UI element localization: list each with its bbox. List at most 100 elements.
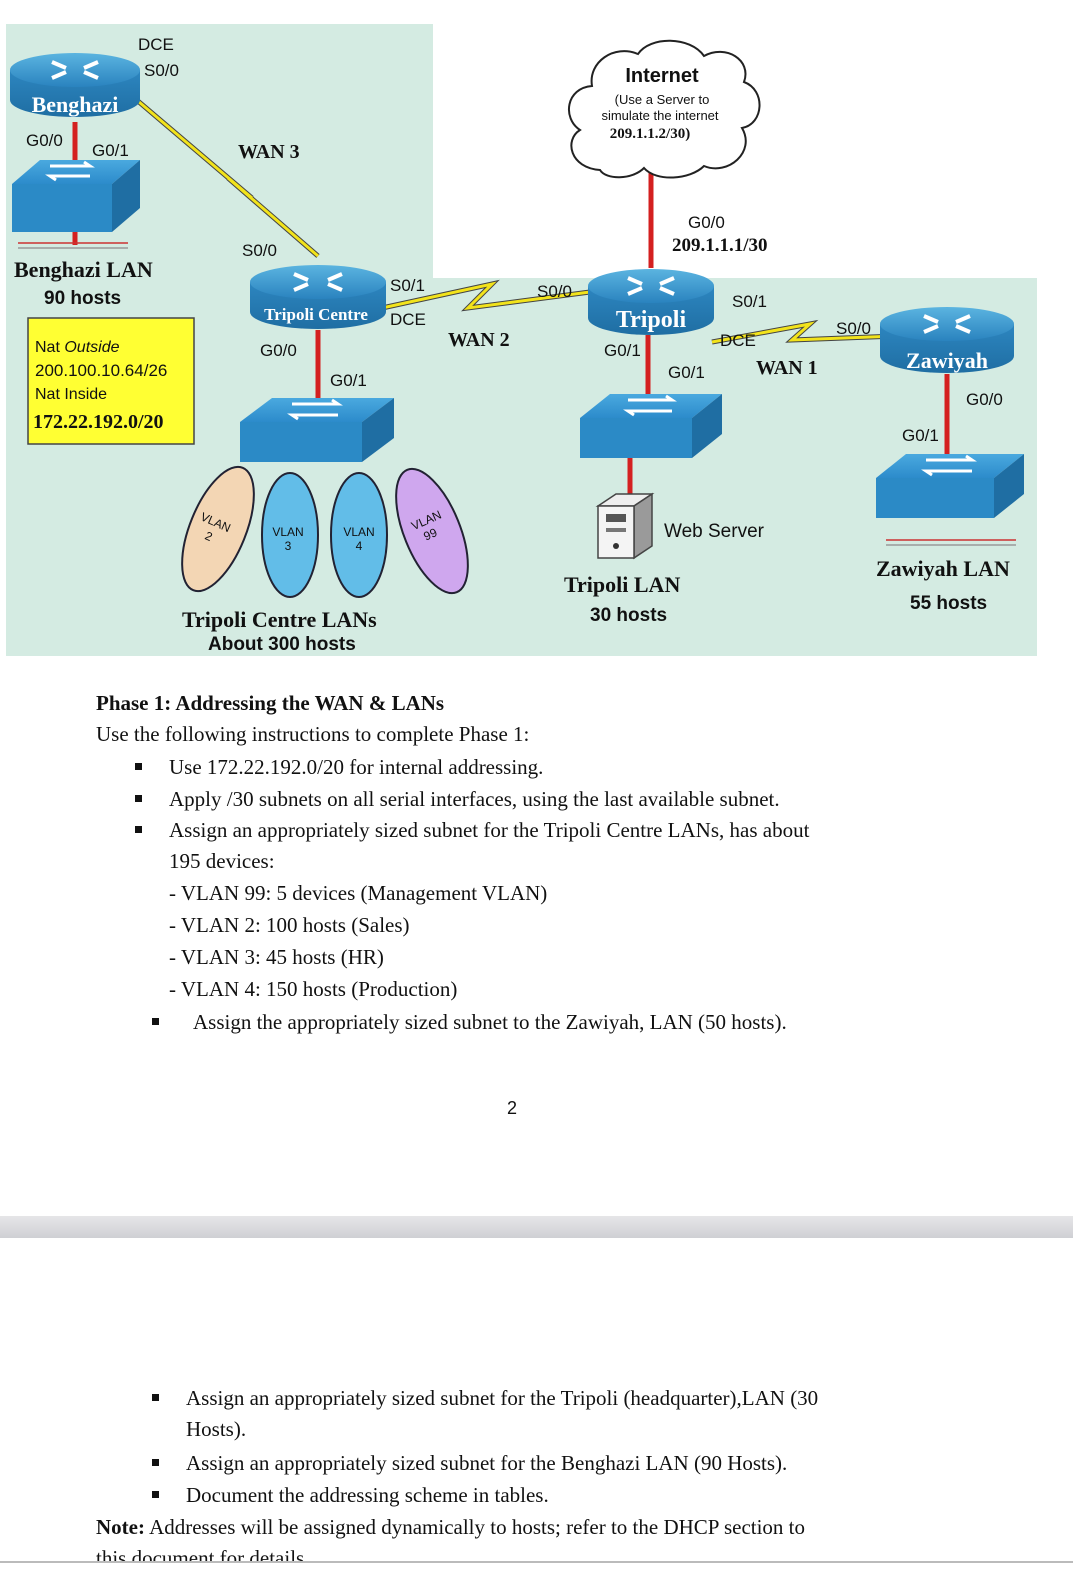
benghazi-switch-icon	[12, 160, 140, 232]
bullet-marker	[135, 826, 142, 833]
page-bottom-rule	[0, 1561, 1073, 1563]
tc-s00-label: S0/0	[242, 241, 277, 260]
vlan-3-number: 3	[285, 539, 292, 553]
instruction-zawiyah-lan: Assign the appropriately sized subnet to…	[193, 1010, 787, 1034]
web-server-label: Web Server	[664, 521, 765, 542]
internet-title: Internet	[625, 65, 699, 87]
tripoli-g00-label: G0/0	[688, 213, 725, 232]
tripoli-lan-hosts: 30 hosts	[590, 605, 667, 626]
vlan-4-ellipse	[330, 472, 388, 598]
tripoli-centre-lan-title: Tripoli Centre LANs	[182, 607, 377, 632]
wan3-label: WAN 3	[238, 141, 300, 163]
tc-g00-label: G0/0	[260, 341, 297, 360]
tripoli-dce-label: DCE	[720, 331, 756, 350]
wan1-label: WAN 1	[756, 357, 818, 379]
instruction-tripoli-lan-line1: Assign an appropriately sized subnet for…	[186, 1386, 819, 1410]
phase1-heading: Phase 1: Addressing the WAN & LANs	[96, 691, 445, 715]
tc-g01-label: G0/1	[330, 371, 367, 390]
wan2-serial-link	[381, 279, 591, 312]
tripoli-g01-label-b: G0/1	[668, 363, 705, 382]
wan2-label: WAN 2	[448, 329, 510, 351]
vlan-3-ellipse	[261, 472, 319, 598]
benghazi-lan-title: Benghazi LAN	[14, 257, 153, 282]
wan1-serial-link	[711, 319, 896, 345]
tripoli-centre-switch-icon	[240, 398, 394, 462]
note-line1: Note: Addresses will be assigned dynamic…	[96, 1511, 805, 1543]
note-line2: this document for details.	[96, 1546, 310, 1561]
zawiyah-g00-label: G0/0	[966, 390, 1003, 409]
benghazi-s00-label: S0/0	[144, 61, 179, 80]
page-number: 2	[507, 1098, 518, 1118]
tripoli-lan-title: Tripoli LAN	[564, 572, 680, 597]
instruction-tripoli-centre-line2: 195 devices:	[169, 849, 275, 873]
instruction-tripoli-centre-line1: Assign an appropriately sized subnet for…	[169, 818, 810, 842]
instruction-document-scheme: Document the addressing scheme in tables…	[186, 1483, 549, 1507]
tripoli-s00-label: S0/0	[537, 282, 572, 301]
internet-note-line1: (Use a Server to	[615, 92, 710, 107]
note-label: Note:	[96, 1515, 145, 1539]
instruction-internal-addressing: Use 172.22.192.0/20 for internal address…	[169, 755, 544, 779]
vlan-4-label: VLAN	[343, 525, 374, 539]
bullet-marker	[135, 763, 142, 770]
nat-outside-label: Nat Outside	[35, 339, 120, 356]
tripoli-centre-router-name: Tripoli Centre	[264, 305, 368, 324]
network-topology-diagram: DCE S0/0 G0/0 G0/1 S0/0 S0/1 DCE G0/0 G0…	[6, 24, 1037, 656]
note-text-line1: Addresses will be assigned dynamically t…	[144, 1515, 806, 1539]
instruction-benghazi-lan: Assign an appropriately sized subnet for…	[186, 1451, 788, 1475]
nat-outside-prefix: Nat	[35, 339, 60, 356]
benghazi-lan-line	[18, 242, 128, 249]
bullet-marker	[135, 795, 142, 802]
zawiyah-lan-hosts: 55 hosts	[910, 593, 987, 614]
vlan-99-requirement: - VLAN 99: 5 devices (Management VLAN)	[169, 881, 548, 905]
nat-inside-label: Nat Inside	[35, 386, 107, 403]
vlan-99-number: 99	[421, 525, 439, 543]
internet-cloud-icon	[568, 39, 761, 179]
nat-outside-network: 200.100.10.64/26	[35, 361, 167, 380]
tripoli-router-icon	[588, 269, 714, 335]
nat-outside-word: Outside	[64, 339, 119, 356]
nat-info-box	[27, 317, 195, 445]
bullet-marker	[152, 1459, 159, 1466]
zawiyah-s00-label: S0/0	[836, 319, 871, 338]
bullet-marker	[152, 1018, 159, 1025]
tc-dce-label: DCE	[390, 310, 426, 329]
zawiyah-router-name: Zawiyah	[906, 348, 988, 373]
vlan-99-ellipse	[395, 467, 469, 595]
page-break-separator	[0, 1216, 1073, 1238]
tripoli-g00-ip-label: 209.1.1.1/30	[672, 235, 768, 256]
benghazi-lan-hosts: 90 hosts	[44, 288, 121, 309]
tc-s01-label: S0/1	[390, 276, 425, 295]
vlan-2-ellipse	[181, 465, 255, 593]
vlan-4-number: 4	[356, 539, 363, 553]
web-server-icon	[595, 492, 655, 560]
vlan-4-requirement: - VLAN 4: 150 hosts (Production)	[169, 977, 458, 1001]
phase1-intro: Use the following instructions to comple…	[96, 722, 530, 746]
vlan-2-requirement: - VLAN 2: 100 hosts (Sales)	[169, 913, 410, 937]
zawiyah-lan-title: Zawiyah LAN	[876, 556, 1010, 581]
tripoli-centre-lan-hosts: About 300 hosts	[208, 634, 356, 655]
bullet-marker	[152, 1394, 159, 1401]
tripoli-s01-label: S0/1	[732, 292, 767, 311]
instruction-serial-subnets: Apply /30 subnets on all serial interfac…	[169, 787, 780, 811]
zawiyah-g01-label: G0/1	[902, 426, 939, 445]
wan3-serial-link	[130, 94, 320, 258]
internet-server-ip: 209.1.1.2/30)	[610, 126, 690, 142]
tripoli-centre-router-icon	[250, 265, 386, 329]
nat-inside-network: 172.22.192.0/20	[33, 411, 164, 433]
tripoli-switch-icon	[580, 394, 722, 458]
tripoli-g01-label-a: G0/1	[604, 341, 641, 360]
zawiyah-lan-line	[886, 539, 1016, 546]
tripoli-router-name: Tripoli	[616, 307, 687, 333]
vlan-3-label: VLAN	[272, 525, 303, 539]
benghazi-router-icon	[10, 53, 140, 117]
bullet-marker	[152, 1491, 159, 1498]
benghazi-dce-label: DCE	[138, 35, 174, 54]
internet-note-line2: simulate the internet	[601, 108, 718, 123]
zawiyah-router-icon	[880, 307, 1014, 373]
benghazi-router-name: Benghazi	[32, 92, 119, 117]
zawiyah-switch-icon	[876, 454, 1024, 518]
benghazi-g01-label: G0/1	[92, 141, 129, 160]
benghazi-g00-label: G0/0	[26, 131, 63, 150]
vlan-3-requirement: - VLAN 3: 45 hosts (HR)	[169, 945, 384, 969]
instruction-tripoli-lan-line2: Hosts).	[186, 1417, 247, 1441]
